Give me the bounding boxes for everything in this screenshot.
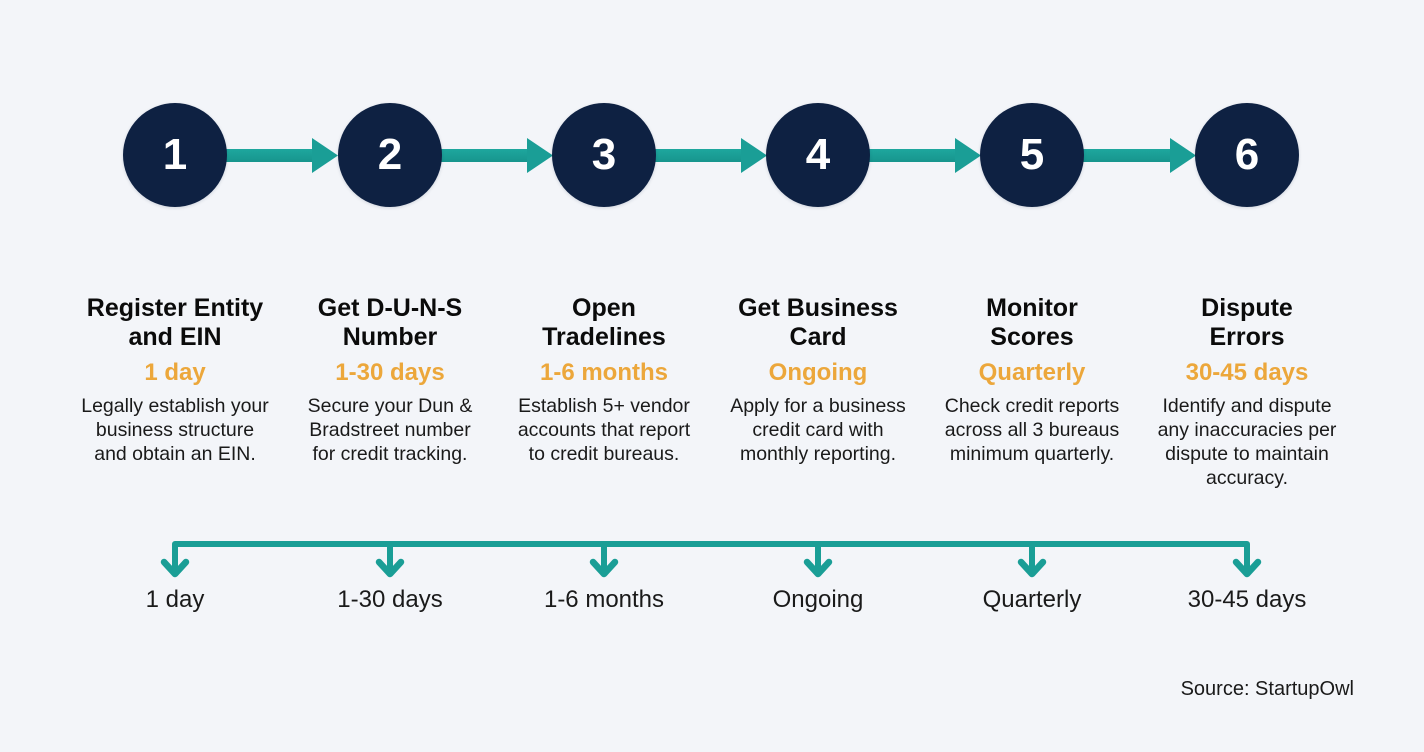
step-3-details: Open Tradelines 1-6 months Establish 5+ … <box>497 294 711 466</box>
step-5-details: Monitor Scores Quarterly Check credit re… <box>925 294 1139 466</box>
step-duration: Quarterly <box>978 359 1086 386</box>
step-arrow-3-4 <box>655 138 767 173</box>
down-arrow-icon <box>1232 558 1262 578</box>
step-number: 3 <box>591 130 617 179</box>
step-title: Monitor Scores <box>986 294 1078 351</box>
timeline-label-6: 30-45 days <box>1187 586 1307 613</box>
down-arrow-icon <box>1017 558 1047 578</box>
down-arrow-icon <box>803 558 833 578</box>
step-number: 1 <box>162 130 188 179</box>
step-title: Get D-U-N-S Number <box>317 294 463 351</box>
step-number: 4 <box>805 130 831 179</box>
step-title: Register Entity and EIN <box>86 294 264 351</box>
step-3-circle: 3 <box>552 103 656 207</box>
step-description: Check credit reports across all 3 bureau… <box>944 395 1120 465</box>
step-6-details: Dispute Errors 30-45 days Identify and d… <box>1140 294 1354 490</box>
step-description: Secure your Dun & Bradstreet number for … <box>307 395 473 465</box>
step-duration: Ongoing <box>768 359 868 386</box>
down-arrow-icon <box>160 558 190 578</box>
step-2-details: Get D-U-N-S Number 1-30 days Secure your… <box>283 294 497 466</box>
step-1-circle: 1 <box>123 103 227 207</box>
step-number: 2 <box>377 130 403 179</box>
step-arrow-4-5 <box>869 138 981 173</box>
timeline-bracket <box>172 541 1250 575</box>
timeline-label-4: Ongoing <box>772 586 864 613</box>
step-4-details: Get Business Card Ongoing Apply for a bu… <box>711 294 925 466</box>
step-duration: 1-30 days <box>335 359 445 386</box>
step-title: Get Business Card <box>738 294 898 351</box>
step-arrow-1-2 <box>226 138 338 173</box>
timeline-down-arrows <box>160 558 1262 578</box>
step-number: 5 <box>1019 130 1045 179</box>
step-2-circle: 2 <box>338 103 442 207</box>
step-duration: 1-6 months <box>539 359 668 386</box>
down-arrow-icon <box>375 558 405 578</box>
timeline-label-1: 1 day <box>145 586 205 613</box>
step-6-circle: 6 <box>1195 103 1299 207</box>
step-number: 6 <box>1234 130 1260 179</box>
step-duration: 1 day <box>144 359 206 386</box>
step-title: Open Tradelines <box>542 294 666 351</box>
timeline-label-5: Quarterly <box>982 586 1082 613</box>
step-title: Dispute Errors <box>1201 294 1293 351</box>
step-4-circle: 4 <box>766 103 870 207</box>
step-1-details: Register Entity and EIN 1 day Legally es… <box>68 294 282 466</box>
step-arrow-2-3 <box>441 138 553 173</box>
step-arrow-5-6 <box>1083 138 1196 173</box>
step-description: Establish 5+ vendor accounts that report… <box>517 395 691 465</box>
timeline-label-3: 1-6 months <box>543 586 665 613</box>
step-duration: 30-45 days <box>1185 359 1309 386</box>
source-attribution: Source: StartupOwl <box>1180 678 1354 700</box>
step-description: Identify and dispute any inaccuracies pe… <box>1157 395 1337 489</box>
down-arrow-icon <box>589 558 619 578</box>
timeline-label-2: 1-30 days <box>337 586 443 613</box>
step-description: Legally establish your business structur… <box>81 395 269 465</box>
step-description: Apply for a business credit card with mo… <box>730 395 906 465</box>
step-5-circle: 5 <box>980 103 1084 207</box>
